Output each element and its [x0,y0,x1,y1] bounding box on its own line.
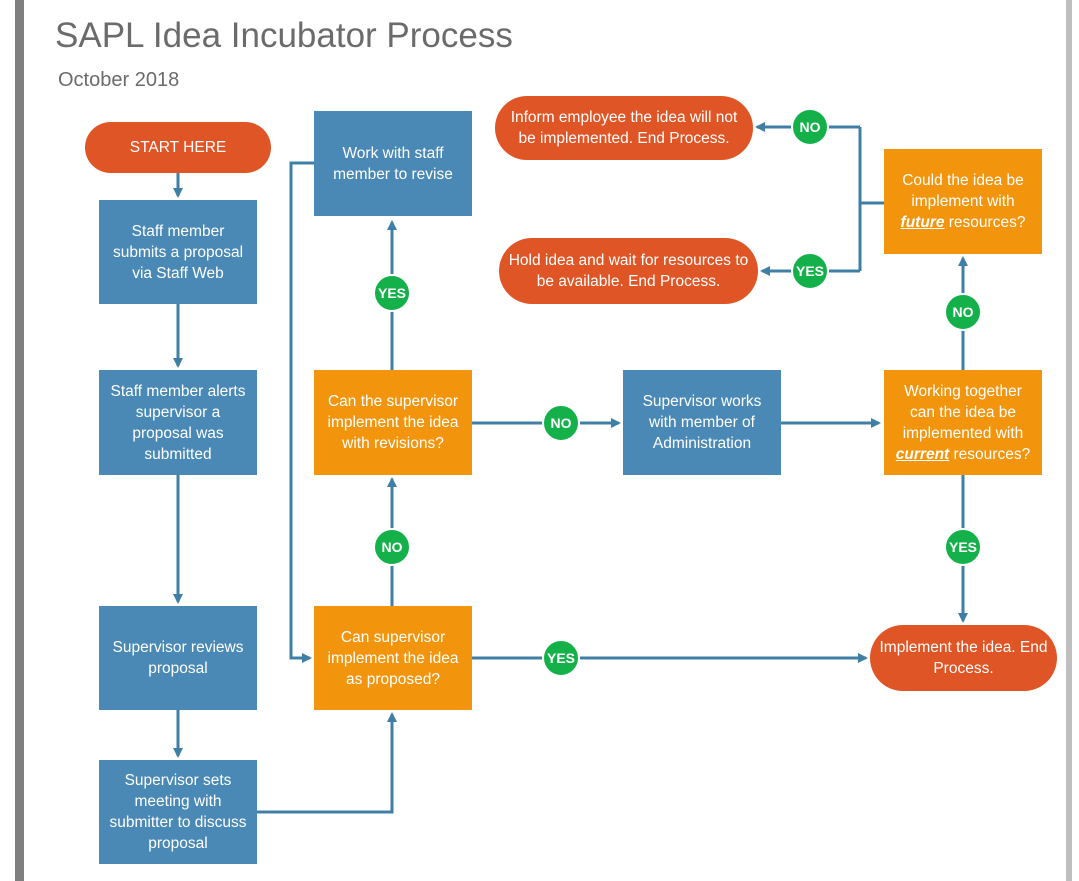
yes-badge-implement: YES [542,639,580,677]
no-badge-current: NO [944,293,982,331]
proposed-decision: Can supervisor implement the idea as pro… [314,606,472,710]
alert-step: Staff member alerts supervisor a proposa… [99,370,257,475]
future-resources-decision: Could the idea be implement with future … [884,149,1042,254]
connector-meeting-proposed [257,712,397,814]
no-badge-revisions: NO [373,528,411,566]
administration-step: Supervisor works with member of Administ… [623,370,781,475]
future-text-before: Could the idea be implement with [902,172,1024,210]
implement-terminal: Implement the idea. End Process. [870,625,1057,691]
revisions-decision: Can the supervisor implement the idea wi… [314,370,472,475]
start-terminal: START HERE [85,122,271,173]
future-text-after: resources? [944,214,1026,231]
page-subtitle: October 2018 [58,69,180,91]
no-badge-admin: NO [542,404,580,442]
connector-revise-loop [289,161,314,663]
future-emphasis: future [900,214,945,231]
left-border [15,0,24,881]
connector-future-branch [858,127,884,205]
page-title: SAPL Idea Incubator Process [55,16,513,55]
yes-badge-hold: YES [791,252,829,290]
no-badge-inform: NO [791,108,829,146]
yes-badge-revise: YES [373,274,411,312]
review-step: Supervisor reviews proposal [99,606,257,710]
current-text-after: resources? [949,445,1031,463]
hold-terminal: Hold idea and wait for resources to be a… [499,238,758,304]
current-text-before: Working together can the idea be impleme… [902,382,1024,442]
current-emphasis: current [895,445,950,463]
yes-badge-current: YES [944,528,982,566]
meeting-step: Supervisor sets meeting with submitter t… [99,760,257,864]
submit-step: Staff member submits a proposal via Staf… [99,200,257,304]
inform-terminal: Inform employee the idea will not be imp… [495,96,753,160]
revise-step: Work with staff member to revise [314,111,472,216]
right-border [1066,0,1072,881]
current-resources-decision: Working together can the idea be impleme… [884,370,1042,475]
